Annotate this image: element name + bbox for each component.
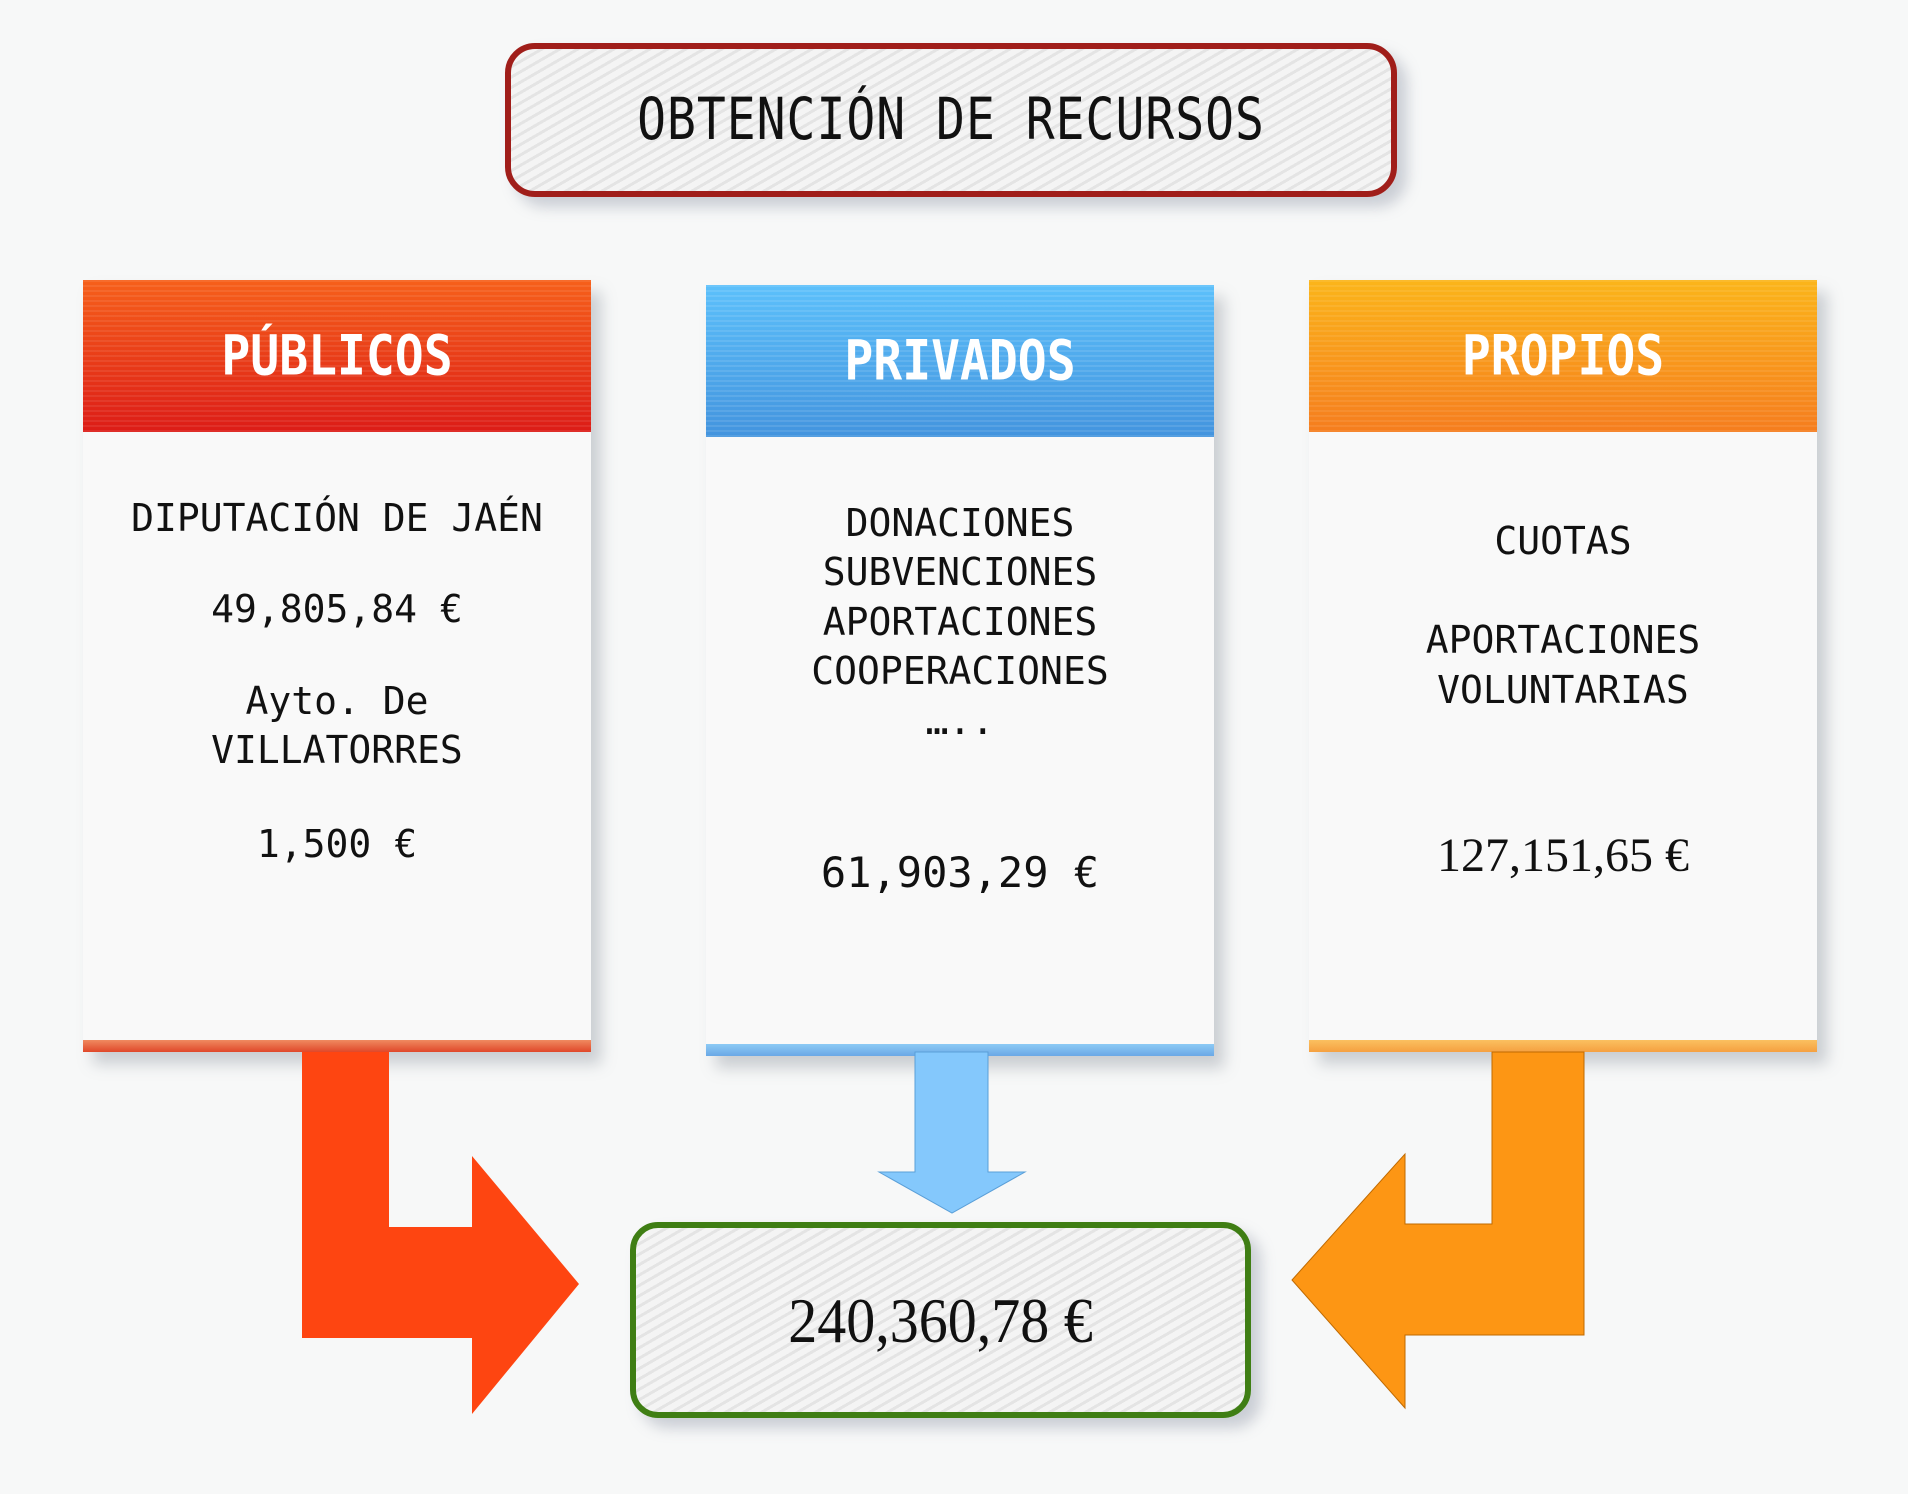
source-line: APORTACIONES [822, 599, 1098, 644]
title-text: OBTENCIÓN DE RECURSOS [637, 86, 1265, 154]
source-line: CUOTAS [1494, 519, 1632, 563]
column-header-publicos: PÚBLICOS [83, 280, 591, 432]
arrow-publicos-icon [302, 1052, 579, 1414]
arrow-propios-icon [1291, 1051, 1585, 1410]
source-line: APORTACIONES [1425, 618, 1701, 663]
source-line: VILLATORRES [211, 728, 463, 773]
column-header-privados: PRIVADOS [706, 285, 1214, 437]
amount: 127,151,65 € [1437, 829, 1689, 883]
source-line: Ayto. De [245, 678, 429, 723]
source-line: COOPERACIONES [811, 649, 1109, 694]
ellipsis: ….. [925, 698, 995, 743]
total-box: 240,360,78 € [630, 1222, 1251, 1418]
title-box: OBTENCIÓN DE RECURSOS [505, 43, 1397, 197]
arrow-privados-icon [877, 1051, 1027, 1214]
column-header-propios: PROPIOS [1309, 280, 1817, 432]
amount: 61,903,29 € [820, 847, 1100, 897]
source-line: DIPUTACIÓN DE JAÉN [131, 496, 543, 540]
source-line: SUBVENCIONES [822, 550, 1098, 595]
amount: 49,805,84 € [211, 587, 463, 632]
total-amount: 240,360,78 € [788, 1284, 1093, 1356]
column-propios: PROPIOS CUOTAS APORTACIONES VOLUNTARIAS … [1309, 280, 1817, 1052]
source-line: VOLUNTARIAS [1437, 667, 1689, 712]
amount: 1,500 € [256, 821, 418, 866]
source-line: DONACIONES [845, 501, 1075, 545]
column-privados: PRIVADOS DONACIONES SUBVENCIONES APORTAC… [706, 285, 1214, 1056]
column-publicos: PÚBLICOS DIPUTACIÓN DE JAÉN 49,805,84 € … [83, 280, 591, 1052]
